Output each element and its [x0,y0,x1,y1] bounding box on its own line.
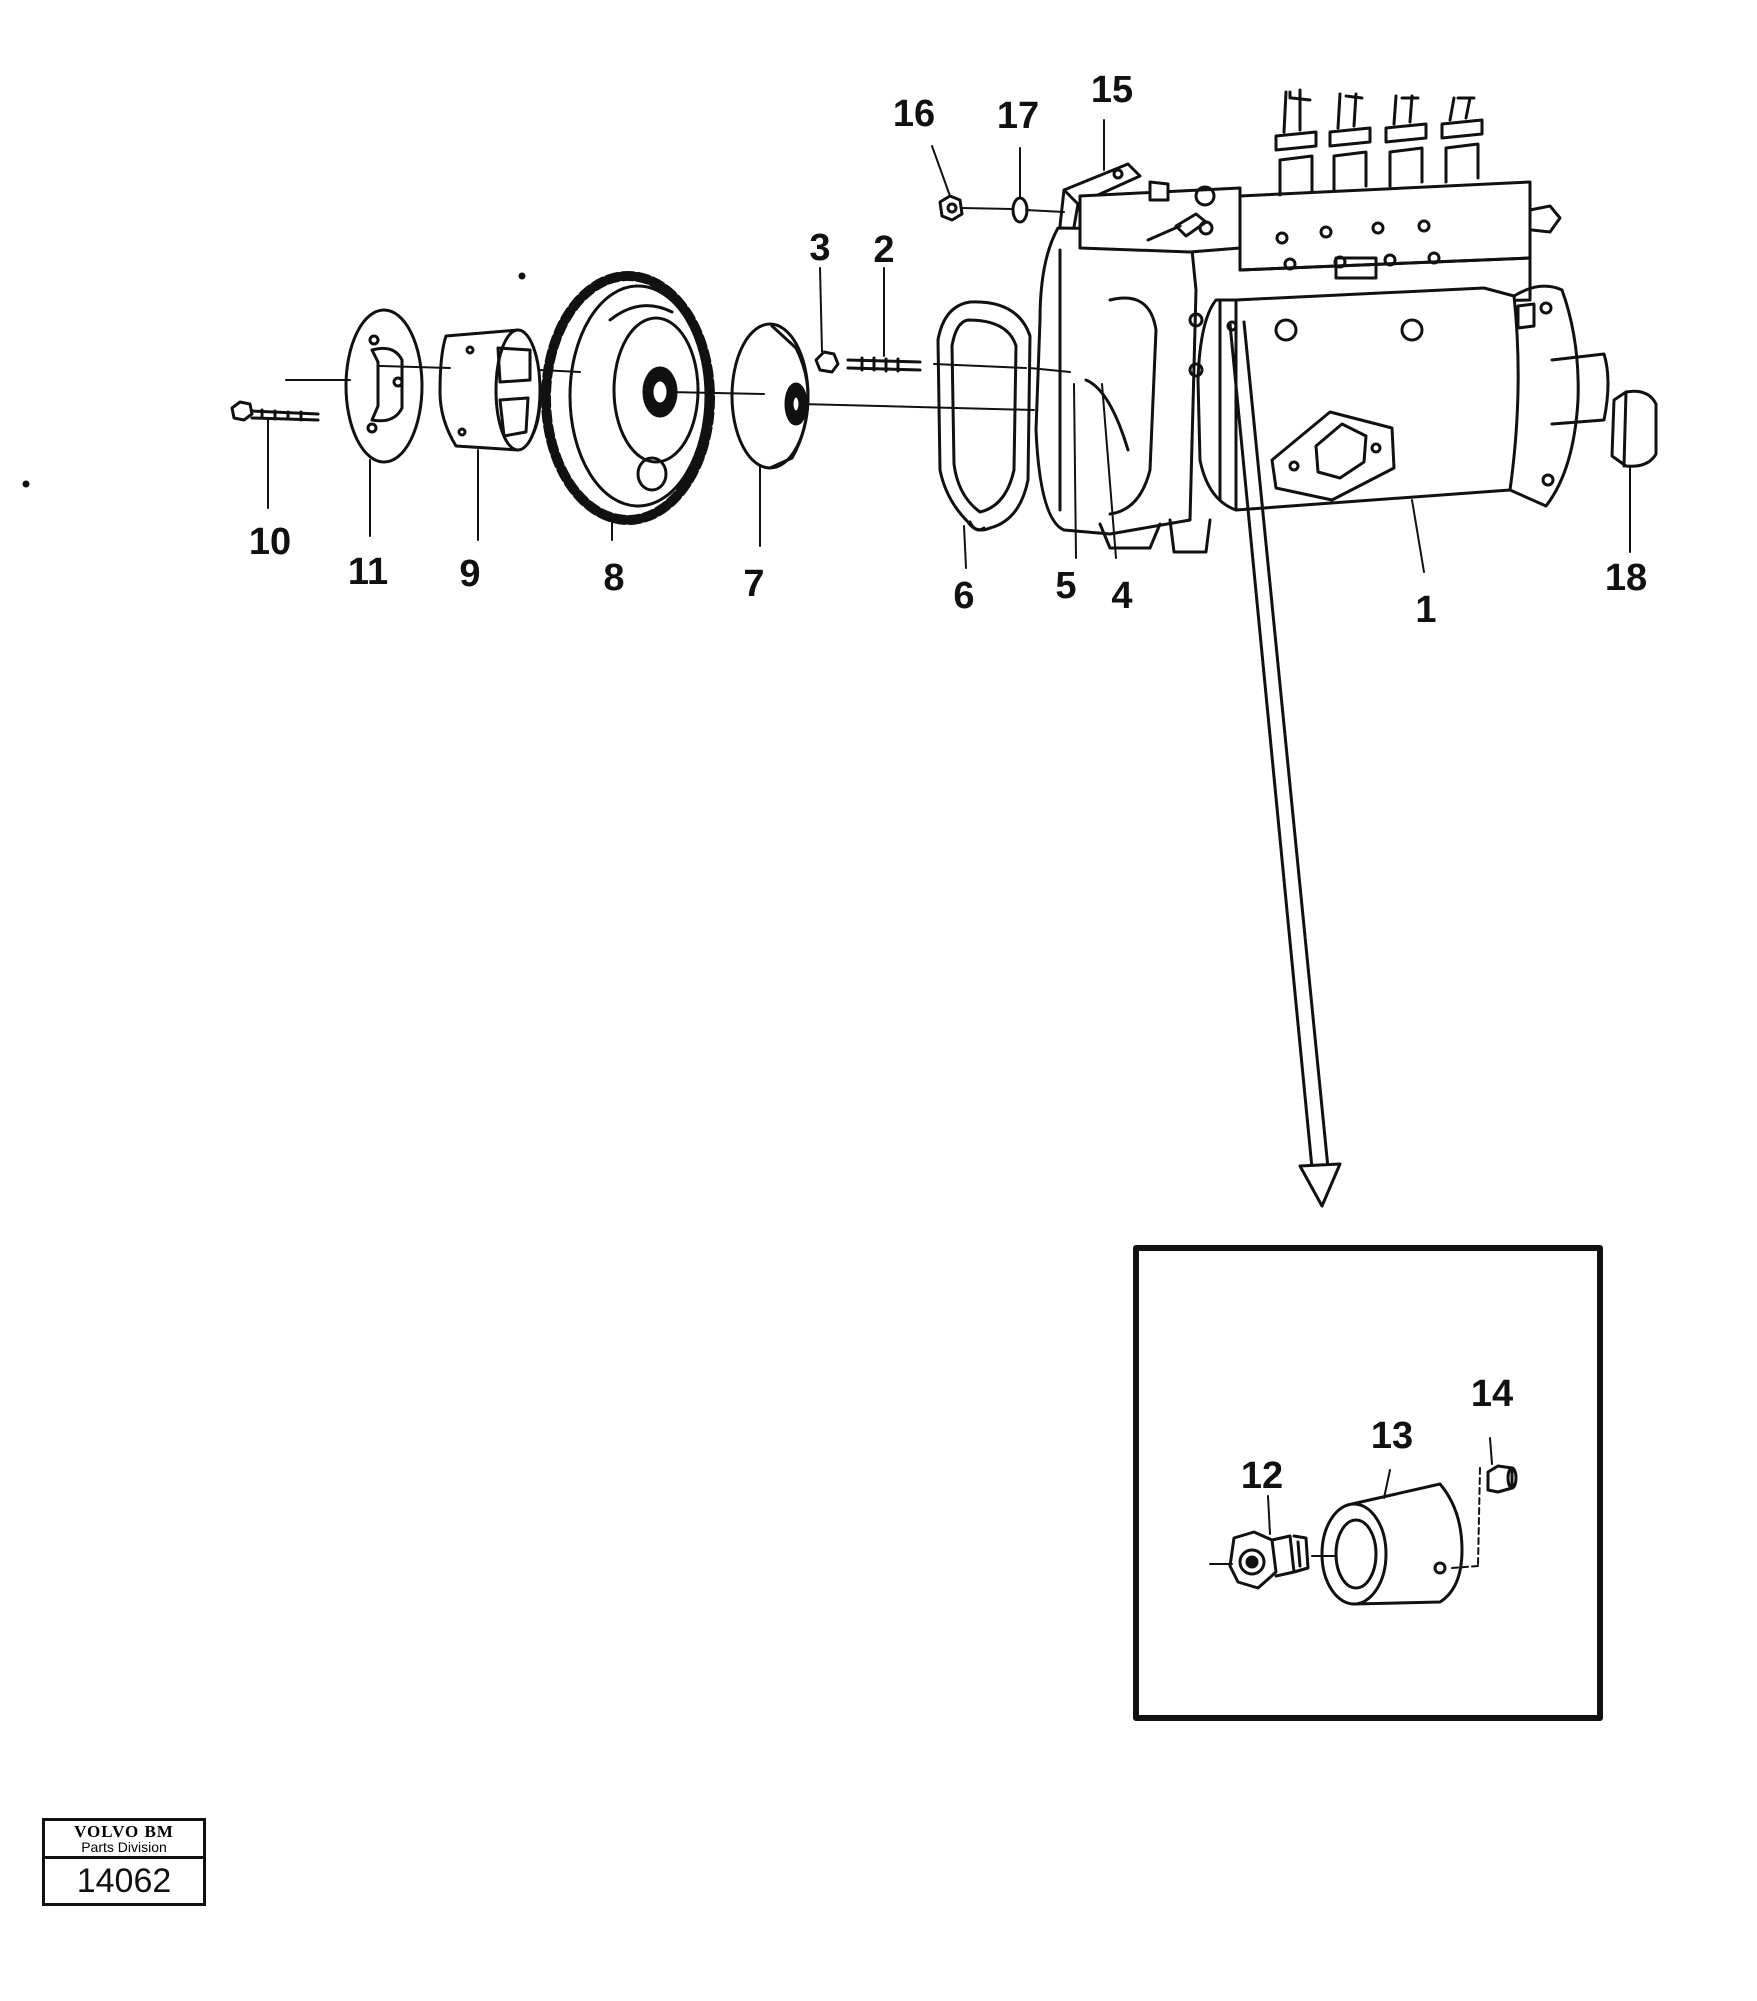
callout-15: 15 [1090,69,1134,111]
cap-nut-part-18 [1610,389,1658,468]
nut-part-16 [938,194,964,222]
callout-13: 13 [1370,1415,1414,1457]
assembly-axis-lines [285,207,1071,411]
stamp-brand: VOLVO BM [74,1822,174,1841]
callout-5: 5 [1055,565,1077,607]
gear-part-8 [541,271,715,525]
stud-part-2 [846,356,922,373]
sleeve-part-13 [1311,1482,1464,1606]
nut-part-3 [814,350,840,374]
callout-18: 18 [1604,557,1648,599]
callout-12: 12 [1240,1455,1284,1497]
callout-3: 3 [809,227,831,269]
gasket-part-6 [936,300,1032,532]
callout-6: 6 [953,575,975,617]
lock-plate-part-11 [344,308,424,464]
callout-11: 11 [347,551,389,593]
callout-14: 14 [1470,1373,1514,1415]
flange-part-7 [730,322,810,470]
callout-7: 7 [743,563,765,605]
callout-16: 16 [892,93,936,135]
hub-part-9 [438,328,542,452]
callout-9: 9 [459,553,481,595]
callout-17: 17 [996,95,1040,137]
stamp-division: Parts Division [81,1839,167,1855]
callout-2: 2 [873,229,895,271]
pin-part-14 [1451,1437,1518,1569]
drawing-stamp: VOLVO BM Parts Division 14062 [42,1818,206,1906]
detail-pointer-arrow [1226,320,1342,1208]
stamp-header: VOLVO BM Parts Division [45,1821,203,1859]
washer-part-17 [1011,196,1029,224]
callout-1: 1 [1415,589,1437,631]
stamp-drawing-number: 14062 [76,1862,172,1900]
callout-10: 10 [248,521,292,563]
callout-8: 8 [603,557,625,599]
injection-pump-part-1 [1034,88,1610,554]
callout-4: 4 [1111,575,1133,617]
callout-leader-lines [267,119,1631,573]
bolt-part-10 [230,400,320,422]
plug-part-12 [1209,1530,1310,1590]
detail-inset-box [1133,1245,1603,1721]
